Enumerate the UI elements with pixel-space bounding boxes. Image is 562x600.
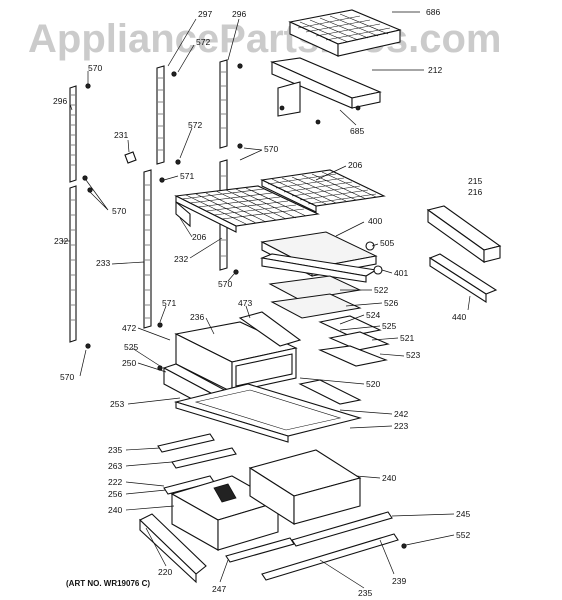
callout-570e: 570: [60, 372, 74, 382]
callout-296b: 296: [53, 96, 67, 106]
callout-523: 523: [406, 350, 420, 360]
callout-235b: 235: [358, 588, 372, 598]
callout-223: 223: [394, 421, 408, 431]
callout-524: 524: [366, 310, 380, 320]
callout-220: 220: [158, 567, 172, 577]
callout-245: 245: [456, 509, 470, 519]
callout-570a: 570: [88, 63, 102, 73]
callout-686: 686: [426, 7, 440, 17]
callout-253: 253: [110, 399, 124, 409]
callout-525a: 525: [382, 321, 396, 331]
callout-232a: 232: [54, 236, 68, 246]
callout-570c: 570: [112, 206, 126, 216]
callout-250: 250: [122, 358, 136, 368]
callout-216: 216: [468, 187, 482, 197]
callout-233: 233: [96, 258, 110, 268]
part-wire-shelf-206-left: [174, 185, 320, 233]
callout-400: 400: [368, 216, 382, 226]
part-crisper-cover-686: [288, 9, 402, 57]
callout-571b: 571: [162, 298, 176, 308]
callout-571a: 571: [180, 171, 194, 181]
callout-570b: 570: [264, 144, 278, 154]
callout-505: 505: [380, 238, 394, 248]
callout-526: 526: [384, 298, 398, 308]
callout-263: 263: [108, 461, 122, 471]
callout-242: 242: [394, 409, 408, 419]
callout-labels: 686 297 296 212 570 572 685 296 231 572 …: [53, 7, 482, 598]
callout-570d: 570: [218, 279, 232, 289]
callout-521: 521: [400, 333, 414, 343]
part-clip-231: [124, 151, 137, 164]
part-rail-233: [143, 169, 152, 329]
callout-236: 236: [190, 312, 204, 322]
part-rail-297: [156, 65, 165, 165]
part-bracket-220: [139, 513, 207, 584]
leader-lines: [62, 11, 471, 589]
callout-206b: 206: [192, 232, 206, 242]
watermark-text: AppliancePartsPros.com: [28, 17, 502, 61]
part-frame-242: [173, 379, 363, 443]
callout-222: 222: [108, 477, 122, 487]
part-rail-235-upper: [157, 433, 215, 453]
callout-572a: 572: [196, 37, 210, 47]
part-shelf-frame-401: [259, 253, 383, 283]
part-wire-shelf-206-right: [260, 169, 386, 213]
callout-440: 440: [452, 312, 466, 322]
callout-522: 522: [374, 285, 388, 295]
callout-240a: 240: [382, 473, 396, 483]
part-glass-522-526: [268, 275, 390, 367]
callout-297: 297: [198, 9, 212, 19]
callout-232b: 232: [174, 254, 188, 264]
callout-552: 552: [456, 530, 470, 540]
callout-240b: 240: [108, 505, 122, 515]
callout-572b: 572: [188, 120, 202, 130]
callout-685: 685: [350, 126, 364, 136]
callout-247: 247: [212, 584, 226, 594]
callout-215: 215: [468, 176, 482, 186]
screw-icons: [82, 63, 407, 549]
part-rail-245: [291, 511, 393, 547]
part-door-bin-215: [426, 205, 502, 264]
part-crisper-drawer-240-right: [248, 449, 362, 526]
part-rail-239: [261, 533, 399, 581]
part-door-bin-440: [428, 253, 498, 304]
part-rail-296-left: [69, 85, 77, 343]
part-rail-247: [225, 537, 295, 563]
callout-231: 231: [114, 130, 128, 140]
callout-472: 472: [122, 323, 136, 333]
callout-473: 473: [238, 298, 252, 308]
callout-520: 520: [366, 379, 380, 389]
part-rail-263: [171, 447, 237, 469]
callout-401: 401: [394, 268, 408, 278]
callout-235a: 235: [108, 445, 122, 455]
callout-256: 256: [108, 489, 122, 499]
callout-525b: 525: [124, 342, 138, 352]
part-bracket-212: [270, 57, 382, 125]
callout-212: 212: [428, 65, 442, 75]
callout-296a: 296: [232, 9, 246, 19]
callout-239: 239: [392, 576, 406, 586]
art-number: (ART NO. WR19076 C): [66, 579, 150, 588]
callout-206a: 206: [348, 160, 362, 170]
